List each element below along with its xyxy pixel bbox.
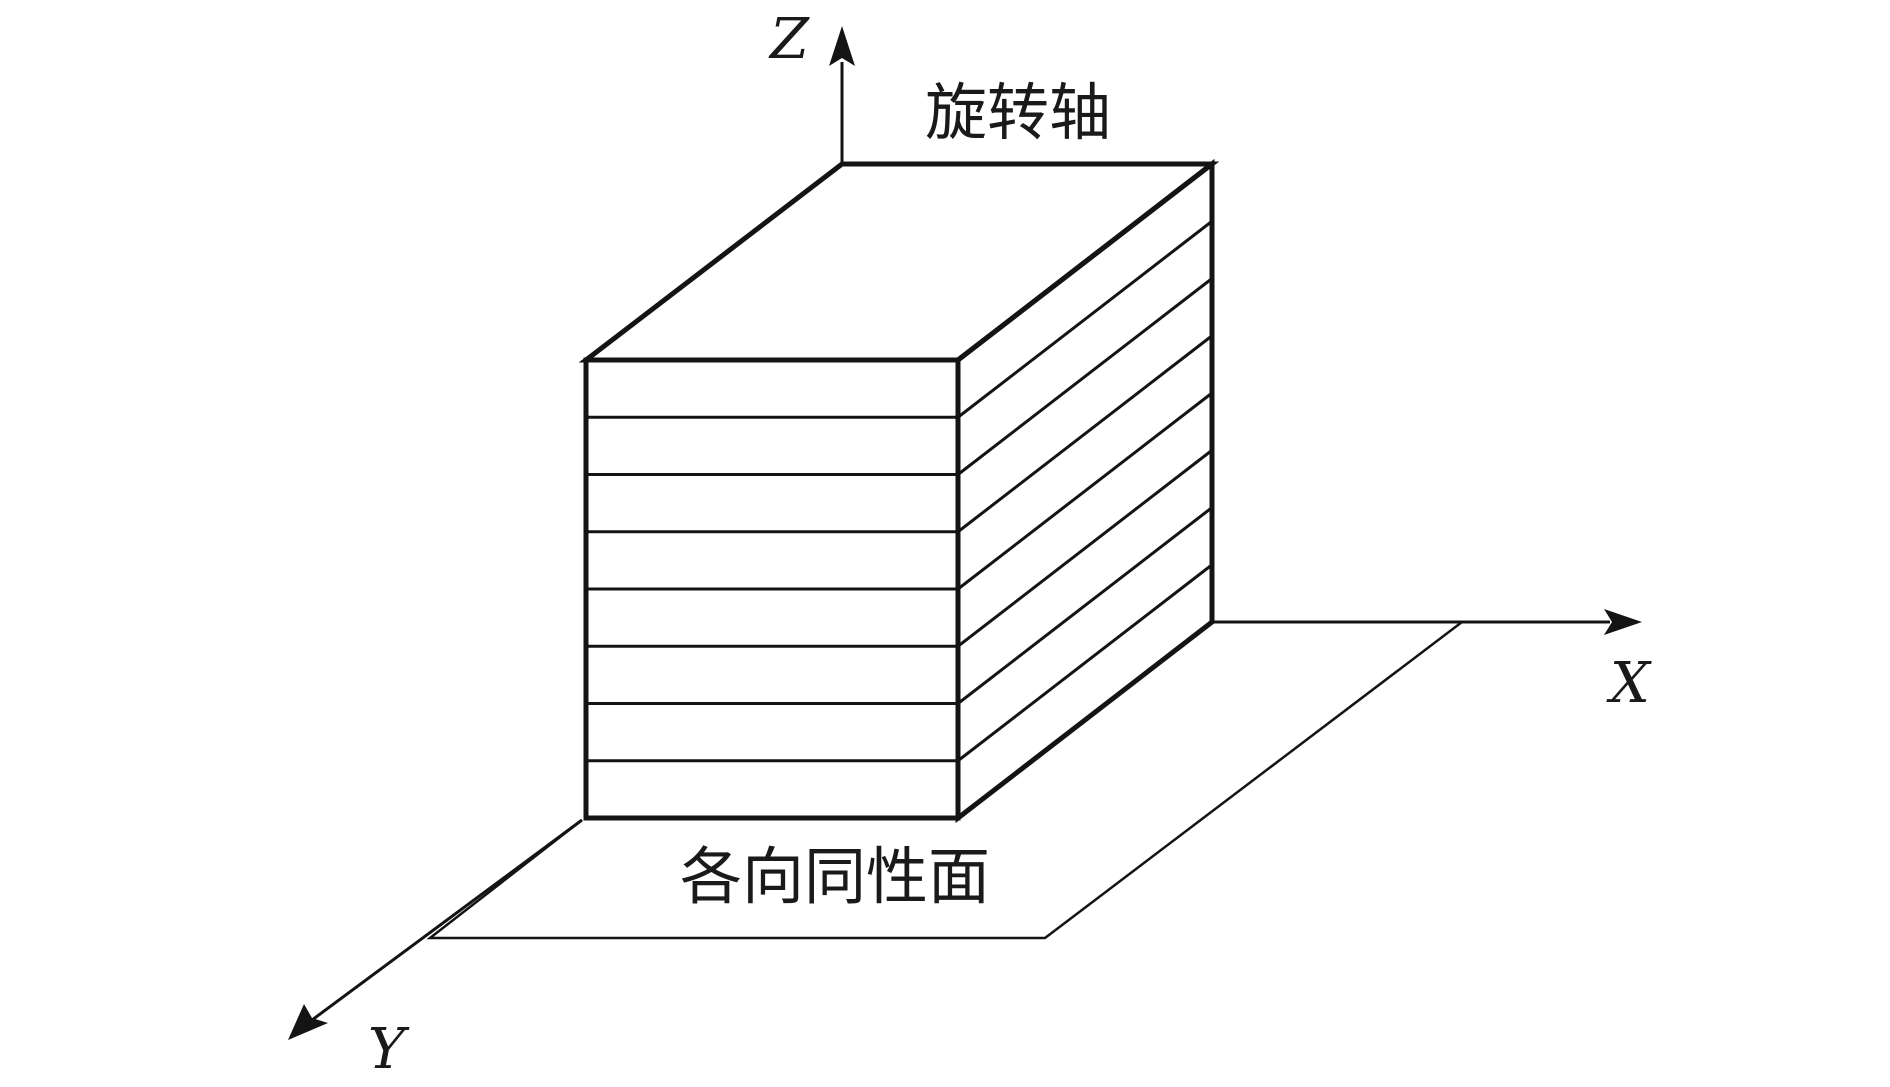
x-axis-arrowhead <box>1604 609 1642 635</box>
side-layer-line <box>957 277 1213 476</box>
isotropic-plane-label: 各向同性面 <box>680 840 990 913</box>
y-axis-line <box>311 818 583 1022</box>
box-top-face <box>578 161 1220 363</box>
axis-label-z: Z <box>768 7 810 72</box>
rotation-axis-label: 旋转轴 <box>925 76 1111 149</box>
side-layer-line <box>957 391 1213 591</box>
axis-label-x: X <box>1606 651 1652 716</box>
axis-label-y: Y <box>368 1017 410 1082</box>
side-layer-line <box>957 563 1213 762</box>
layer-lines-group <box>586 220 1213 763</box>
side-layer-line <box>957 334 1213 533</box>
y-axis-arrowhead <box>288 1004 328 1040</box>
z-axis-arrowhead <box>829 26 855 66</box>
side-layer-line <box>957 449 1213 648</box>
side-layer-line <box>957 220 1213 419</box>
side-layer-line <box>957 506 1213 705</box>
